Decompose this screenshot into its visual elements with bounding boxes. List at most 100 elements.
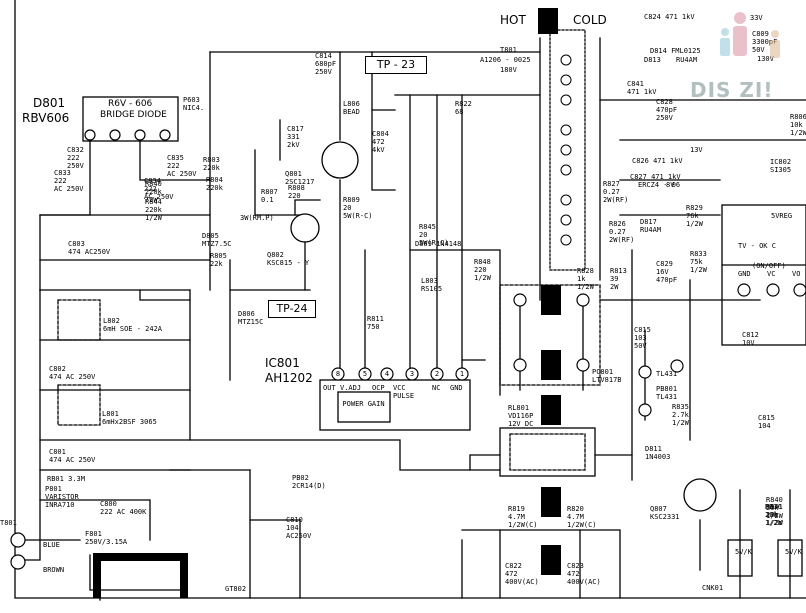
component-label-c817: C817 331 2kV [287,125,304,149]
component-label-gnd: GND [738,270,751,278]
component-label-rl801: RL801 VD116P 12V DC [508,404,534,428]
component-label-r829: R829 76k 1/2W [686,204,703,228]
component-label-l801: L801 6mHx2BSF 3065 [102,410,157,426]
component-label-r820: R820 4.7M 1/2W(C) [567,505,597,529]
transformer-part: A1206 - 0025 [480,56,531,64]
component-label-c832: C832 222 250V [67,146,84,170]
component-label-c802: C802 474 AC 250V [49,365,96,381]
ic-pin-5: 5 [363,370,367,378]
component-label-r807: R807 0.1 [261,188,278,204]
component-label-l803: L803 RS105 [421,277,443,293]
component-label-l806: L806 BEAD [343,100,360,116]
component-label-d813: D813 [644,56,661,64]
component-label-d811: D811 1N4003 [645,445,671,461]
component-label-c835: C835 222 AC 250V [167,154,197,178]
component-label-c803: C803 474 AC250V [68,240,111,256]
component-label-ercz4: ERCZ4 - 06 [638,181,681,189]
ic-pin-gnd: GND [450,384,463,392]
component-label-d805: D805 MTZ7.5C [202,232,232,248]
ic-pin-nc: NC [432,384,441,392]
component-label-c828: C828 470pF 250V [656,98,678,122]
component-label-c815b: C815 104 [758,414,775,430]
component-label-d809: D809 1N4148 [415,240,462,248]
ic-pin-2: 2 [435,370,439,378]
component-label-c827: C827 471 1kV [630,173,681,181]
component-label-r827: R827 0.27 2W(RF) [603,180,629,204]
component-label-r845: R845 20 5W(R-C) [419,223,449,247]
component-label-c822: C822 472 400V(AC) [505,562,539,586]
component-label-c833: C833 222 AC 250V [54,169,84,193]
component-label-r808: R808 220 [288,184,305,200]
component-label-c815: C815 103 50V [634,326,651,350]
ic-pin-out: OUT [323,384,336,392]
component-label-vreg: 5VREG [771,212,793,220]
ic801-ref: IC801 [265,356,300,370]
component-label-vo: VO [792,270,801,278]
component-label-r805: R805 22k [210,252,227,268]
component-label-v13: 13V [690,146,703,154]
ic-power-gain: POWER GAIN [342,400,385,408]
component-label-cnk01: CNK01 [702,584,724,592]
bridge-box-sub: BRIDGE DIODE [100,110,167,120]
bridge-box-title: R6V - 606 [108,99,153,109]
component-label-r840b: R840 20k 1/2W [766,496,783,520]
component-label-sv2: 5V/K [785,548,802,556]
component-label-r803: R803 220k [203,156,220,172]
component-label-c814: C814 680pF 250V [315,52,337,76]
component-label-c824: C824 471 1kV [644,13,695,21]
component-label-c834: C834 222 AC 250V [144,177,174,201]
ic-pin-vcc: VCC PULSE [393,384,415,400]
component-label-pc801: PC801 LTV817B [592,368,622,384]
component-label-ic802: IC802 SI305 [770,158,792,174]
component-label-brown: BROWN [43,566,65,574]
component-label-q802: Q802 KSC815 - Y [267,251,310,267]
component-label-r806: R806 10k 1/2W [790,113,806,137]
watermark-figures-icon [720,12,780,58]
bridge-ref: D801 [33,96,66,110]
component-label-r835: R835 2.7k 1/2W [672,403,689,427]
component-label-c809: C809 3300pF 50V [752,30,778,54]
ic-pin-vadj: V.ADJ [340,384,362,392]
component-label-d806: D806 MTZ15C [238,310,264,326]
transformer-voltage: 180V [500,66,517,74]
component-label-p801: P801 VARISTOR INRA710 [45,485,79,509]
component-label-l802: L802 6mH SOE - 242A [103,317,163,333]
ic-pin-ocp: OCP [372,384,385,392]
component-label-q801: Q801 2SC1217 [285,170,315,186]
component-label-r840: R840 220k /2W [145,180,162,204]
component-label-c826: C826 471 1kV [632,157,683,165]
component-label-t801l: T801 [0,519,17,527]
component-label-p603: P603 NIC4. [183,96,205,112]
ic-pin-8: 8 [336,370,340,378]
component-label-v33: 33V [750,14,763,22]
component-label-r828: R828 1k 1/2W [577,267,594,291]
component-label-c810: C810 104 AC250V [286,516,312,540]
transformer-ref: T801 [500,46,517,54]
component-label-w3: 3W(RM.P) [240,214,274,222]
component-label-blue: BLUE [43,541,60,549]
component-label-r826: R826 0.27 2W(RF) [609,220,635,244]
component-label-d817: D817 RU4AM [640,218,662,234]
component-label-gt802: GT802 [225,585,247,593]
component-label-onoff: (ON/OFF) [752,262,786,270]
component-label-r848: R848 220 1/2W [474,258,491,282]
ic801-part: AH1202 [265,371,313,385]
component-label-v130: 130V [757,55,774,63]
component-label-r836: RB36 20k 1/2W [765,503,782,527]
component-label-r841: R841 20k 1/2W [766,503,783,527]
ic-pin-3: 3 [410,370,414,378]
component-label-c801: C801 474 AC 250V [49,448,96,464]
ic-pin-1: 1 [460,370,464,378]
component-label-r833: R833 75k 1/2W [690,250,707,274]
component-label-v8: 8V [666,181,675,189]
component-label-r804: R804 220k [206,176,223,192]
component-label-c812: C812 10V [742,331,759,347]
component-label-c829: C829 16V 470pF [656,260,678,284]
bridge-part: RBV606 [22,111,70,125]
component-label-pb02: PB02 2CR14(D) [292,474,326,490]
component-label-pb801: PB801 TL431 [656,385,678,401]
hot-label: HOT [500,13,526,27]
component-label-r822: R822 68 [455,100,472,116]
ic-pin-4: 4 [385,370,389,378]
